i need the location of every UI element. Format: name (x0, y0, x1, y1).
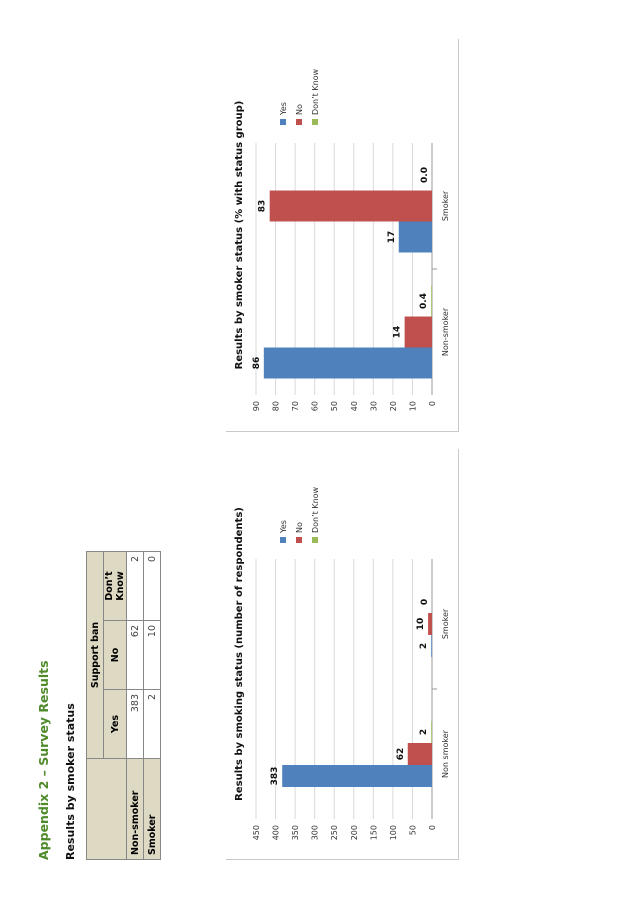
table-cell: 383 (126, 689, 144, 759)
bar (269, 190, 432, 222)
y-tick-label: 50 (330, 401, 339, 411)
legend-label: Yes (279, 102, 288, 116)
x-category-label: Non smoker (441, 729, 450, 778)
y-tick-label: 200 (350, 825, 359, 840)
data-label: 2 (419, 643, 429, 649)
table-column-header: No (103, 620, 127, 690)
bar (282, 765, 433, 787)
y-tick-label: 90 (252, 401, 261, 411)
y-tick-label: 100 (389, 825, 398, 840)
x-category-label: Smoker (441, 608, 450, 639)
chart-title: Results by smoker status (% with status … (234, 101, 245, 370)
y-tick-label: 50 (408, 825, 417, 835)
y-tick-label: 60 (311, 401, 320, 411)
table-group-header-row: Support ban (86, 551, 127, 860)
table-group-header: Support ban (86, 551, 104, 759)
table-row-label: Smoker (143, 758, 161, 860)
table-column-header: Yes (103, 689, 127, 759)
bar (263, 347, 433, 379)
y-tick-label: 0 (428, 401, 437, 406)
data-label: 2 (419, 729, 429, 735)
chart-title: Results by smoking status (number of res… (234, 507, 245, 801)
table-row-label: Non-smoker (126, 758, 144, 860)
bar (431, 285, 432, 317)
data-label: 0.0 (420, 167, 430, 183)
data-label: 86 (252, 357, 262, 370)
y-tick-label: 350 (291, 825, 300, 840)
data-label: 14 (393, 326, 403, 339)
table-row: Non-smoker 383 62 2 (126, 551, 144, 860)
data-label: 383 (270, 767, 280, 786)
legend-swatch (280, 537, 286, 543)
page-heading: Appendix 2 – Survey Results (36, 660, 51, 860)
legend-label: No (295, 104, 304, 115)
y-tick-label: 250 (330, 825, 339, 840)
data-label: 0 (420, 599, 430, 605)
table-cell: 10 (143, 620, 161, 690)
data-label: 83 (258, 200, 268, 213)
table-cell: 2 (126, 551, 144, 621)
chart-percent: Results by smoker status (% with status … (234, 68, 450, 411)
data-label: 62 (396, 748, 406, 761)
y-tick-label: 40 (350, 401, 359, 411)
bar (431, 721, 432, 743)
y-tick-label: 150 (369, 825, 378, 840)
legend-label: Yes (279, 520, 288, 534)
bar (404, 316, 432, 348)
legend-swatch (312, 119, 318, 125)
y-tick-label: 0 (428, 825, 437, 830)
table-cell: 0 (143, 551, 161, 621)
y-tick-label: 300 (311, 825, 320, 840)
x-category-label: Non-smoker (441, 307, 450, 356)
chart-count-panel: Results by smoking status (number of res… (226, 449, 459, 860)
table-column-header: Don’t Know (103, 551, 127, 621)
legend-swatch (296, 119, 302, 125)
bar (431, 635, 432, 657)
legend-label: No (295, 522, 304, 533)
chart-count: Results by smoking status (number of res… (234, 486, 450, 840)
y-tick-label: 20 (389, 401, 398, 411)
table-cell: 2 (143, 689, 161, 759)
legend-label: Don’t Know (311, 486, 320, 533)
table-corner-cell (86, 758, 127, 860)
bar (407, 743, 433, 765)
chart-percent-panel: Results by smoker status (% with status … (226, 39, 459, 432)
data-label: 10 (416, 618, 426, 631)
y-tick-label: 450 (252, 825, 261, 840)
bar (398, 221, 432, 253)
section-subheading: Results by smoker status (64, 703, 77, 860)
y-tick-label: 400 (272, 825, 281, 840)
y-tick-label: 10 (408, 401, 417, 411)
legend-label: Don’t Know (311, 68, 320, 115)
data-label: 17 (387, 231, 397, 244)
x-category-label: Smoker (441, 190, 450, 221)
bar (428, 613, 432, 635)
y-tick-label: 30 (369, 401, 378, 411)
data-label: 0.4 (419, 293, 429, 309)
results-table: Support ban Yes No Don’t Know Non-smoker… (86, 551, 161, 860)
y-tick-label: 80 (272, 401, 281, 411)
legend-swatch (296, 537, 302, 543)
legend-swatch (312, 537, 318, 543)
y-tick-label: 70 (291, 401, 300, 411)
table-cell: 62 (126, 620, 144, 690)
table-row: Smoker 2 10 0 (143, 551, 161, 860)
legend-swatch (280, 119, 286, 125)
